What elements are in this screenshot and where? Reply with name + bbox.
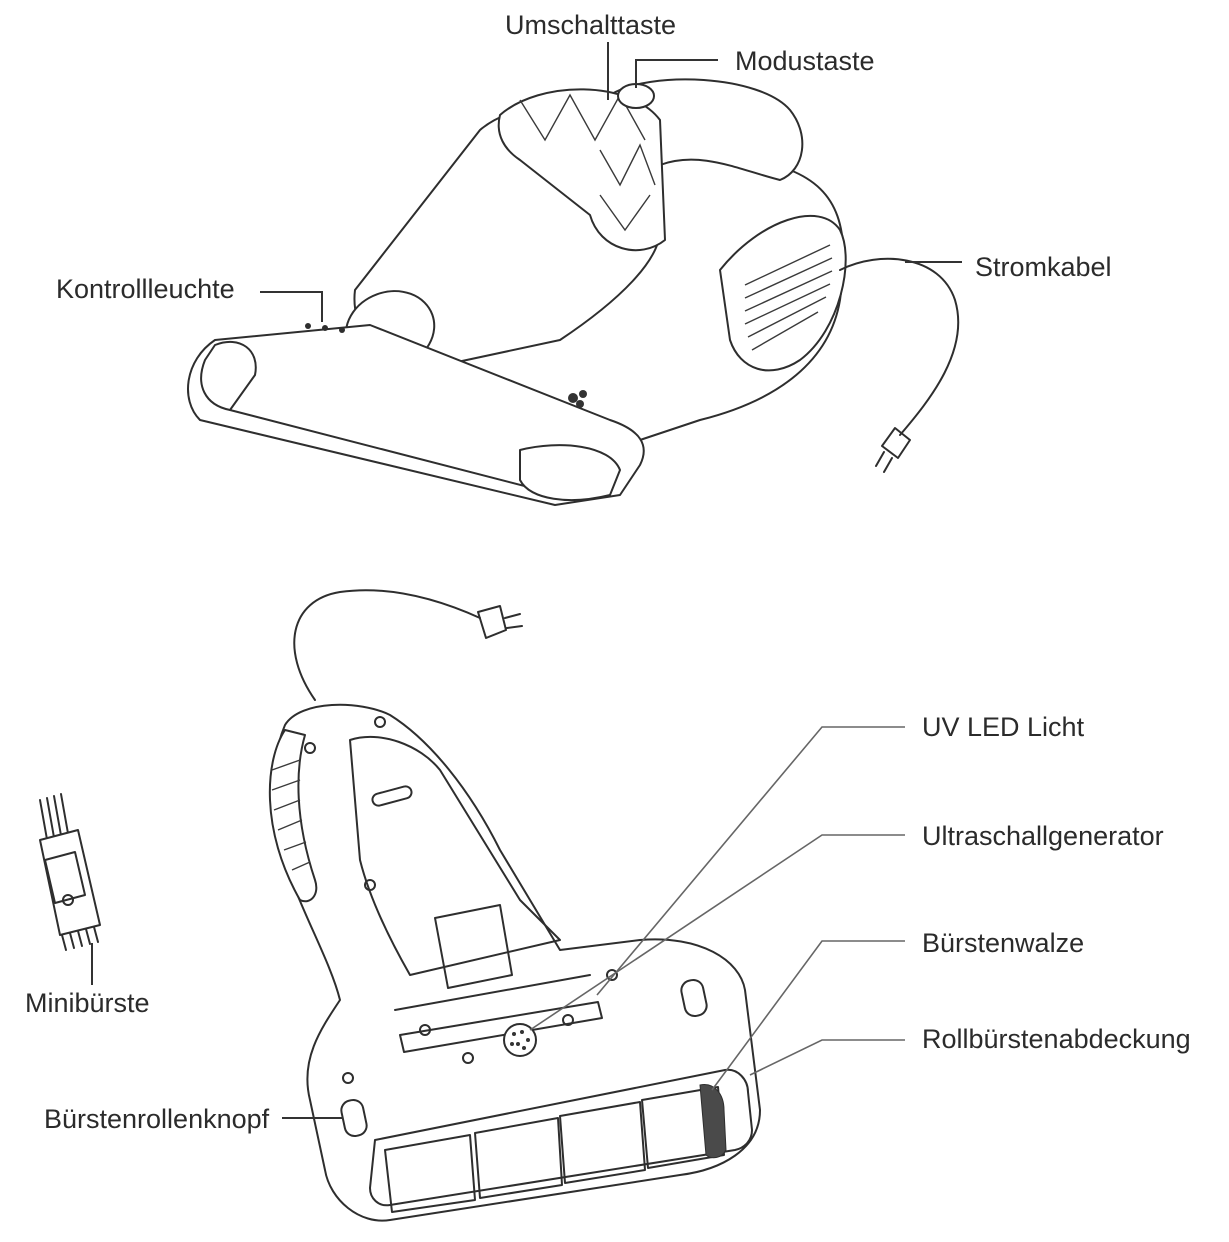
label-minibuerste: Minibürste (25, 988, 150, 1018)
vacuum-top-view (187, 78, 960, 506)
leader-ultraschall (529, 834, 905, 1031)
label-modustaste: Modustaste (735, 46, 875, 76)
label-kontrollleuchte: Kontrollleuchte (56, 274, 235, 304)
leader-lines (91, 42, 962, 1119)
grip-texture (271, 759, 311, 871)
uv-led-window (399, 1001, 603, 1053)
vacuum-bottom-view (268, 589, 761, 1222)
underside-label-plate (434, 904, 513, 989)
underside-slot (371, 785, 413, 807)
leader-rollbuerstenabdeckung (749, 1039, 905, 1076)
mini-brush (39, 793, 101, 951)
label-buerstenrollenknopf: Bürstenrollenknopf (44, 1104, 270, 1134)
leader-buerstenwalze (711, 940, 905, 1091)
power-cord-bottom (293, 589, 481, 701)
leader-modustaste (635, 59, 718, 88)
vacuum-vent-grille (744, 244, 833, 351)
label-rollbuerstenabdeckung: Rollbürstenabdeckung (922, 1024, 1191, 1054)
label-umschalttaste: Umschalttaste (505, 10, 677, 40)
label-ultraschallgenerator: Ultraschallgenerator (922, 821, 1164, 851)
ultrasonic-generator (503, 1023, 537, 1057)
label-buerstenwalze: Bürstenwalze (922, 928, 1085, 958)
label-uv-led: UV LED Licht (922, 712, 1085, 742)
underside-panel (349, 735, 561, 976)
power-plug-bottom (477, 605, 523, 639)
indicator-lights (305, 323, 345, 333)
vacuum-handle (609, 78, 804, 201)
vacuum-logo-mark (568, 390, 587, 408)
power-cord-top (839, 257, 960, 436)
vacuum-knurled-ring (497, 88, 666, 252)
vacuum-side-cap (519, 444, 621, 501)
ultrasonic-texture (510, 1030, 530, 1050)
label-stromkabel: Stromkabel (975, 252, 1112, 282)
mini-brush-body (39, 829, 101, 936)
leader-uv-led (596, 726, 905, 996)
brush-roll-knobs (340, 978, 708, 1138)
underside-side-grip (268, 729, 318, 903)
power-plug-top (875, 427, 911, 473)
leader-kontrollleuchte (260, 291, 323, 322)
brush-roller (384, 1084, 727, 1213)
mini-brush-bristles-bottom (61, 926, 99, 951)
